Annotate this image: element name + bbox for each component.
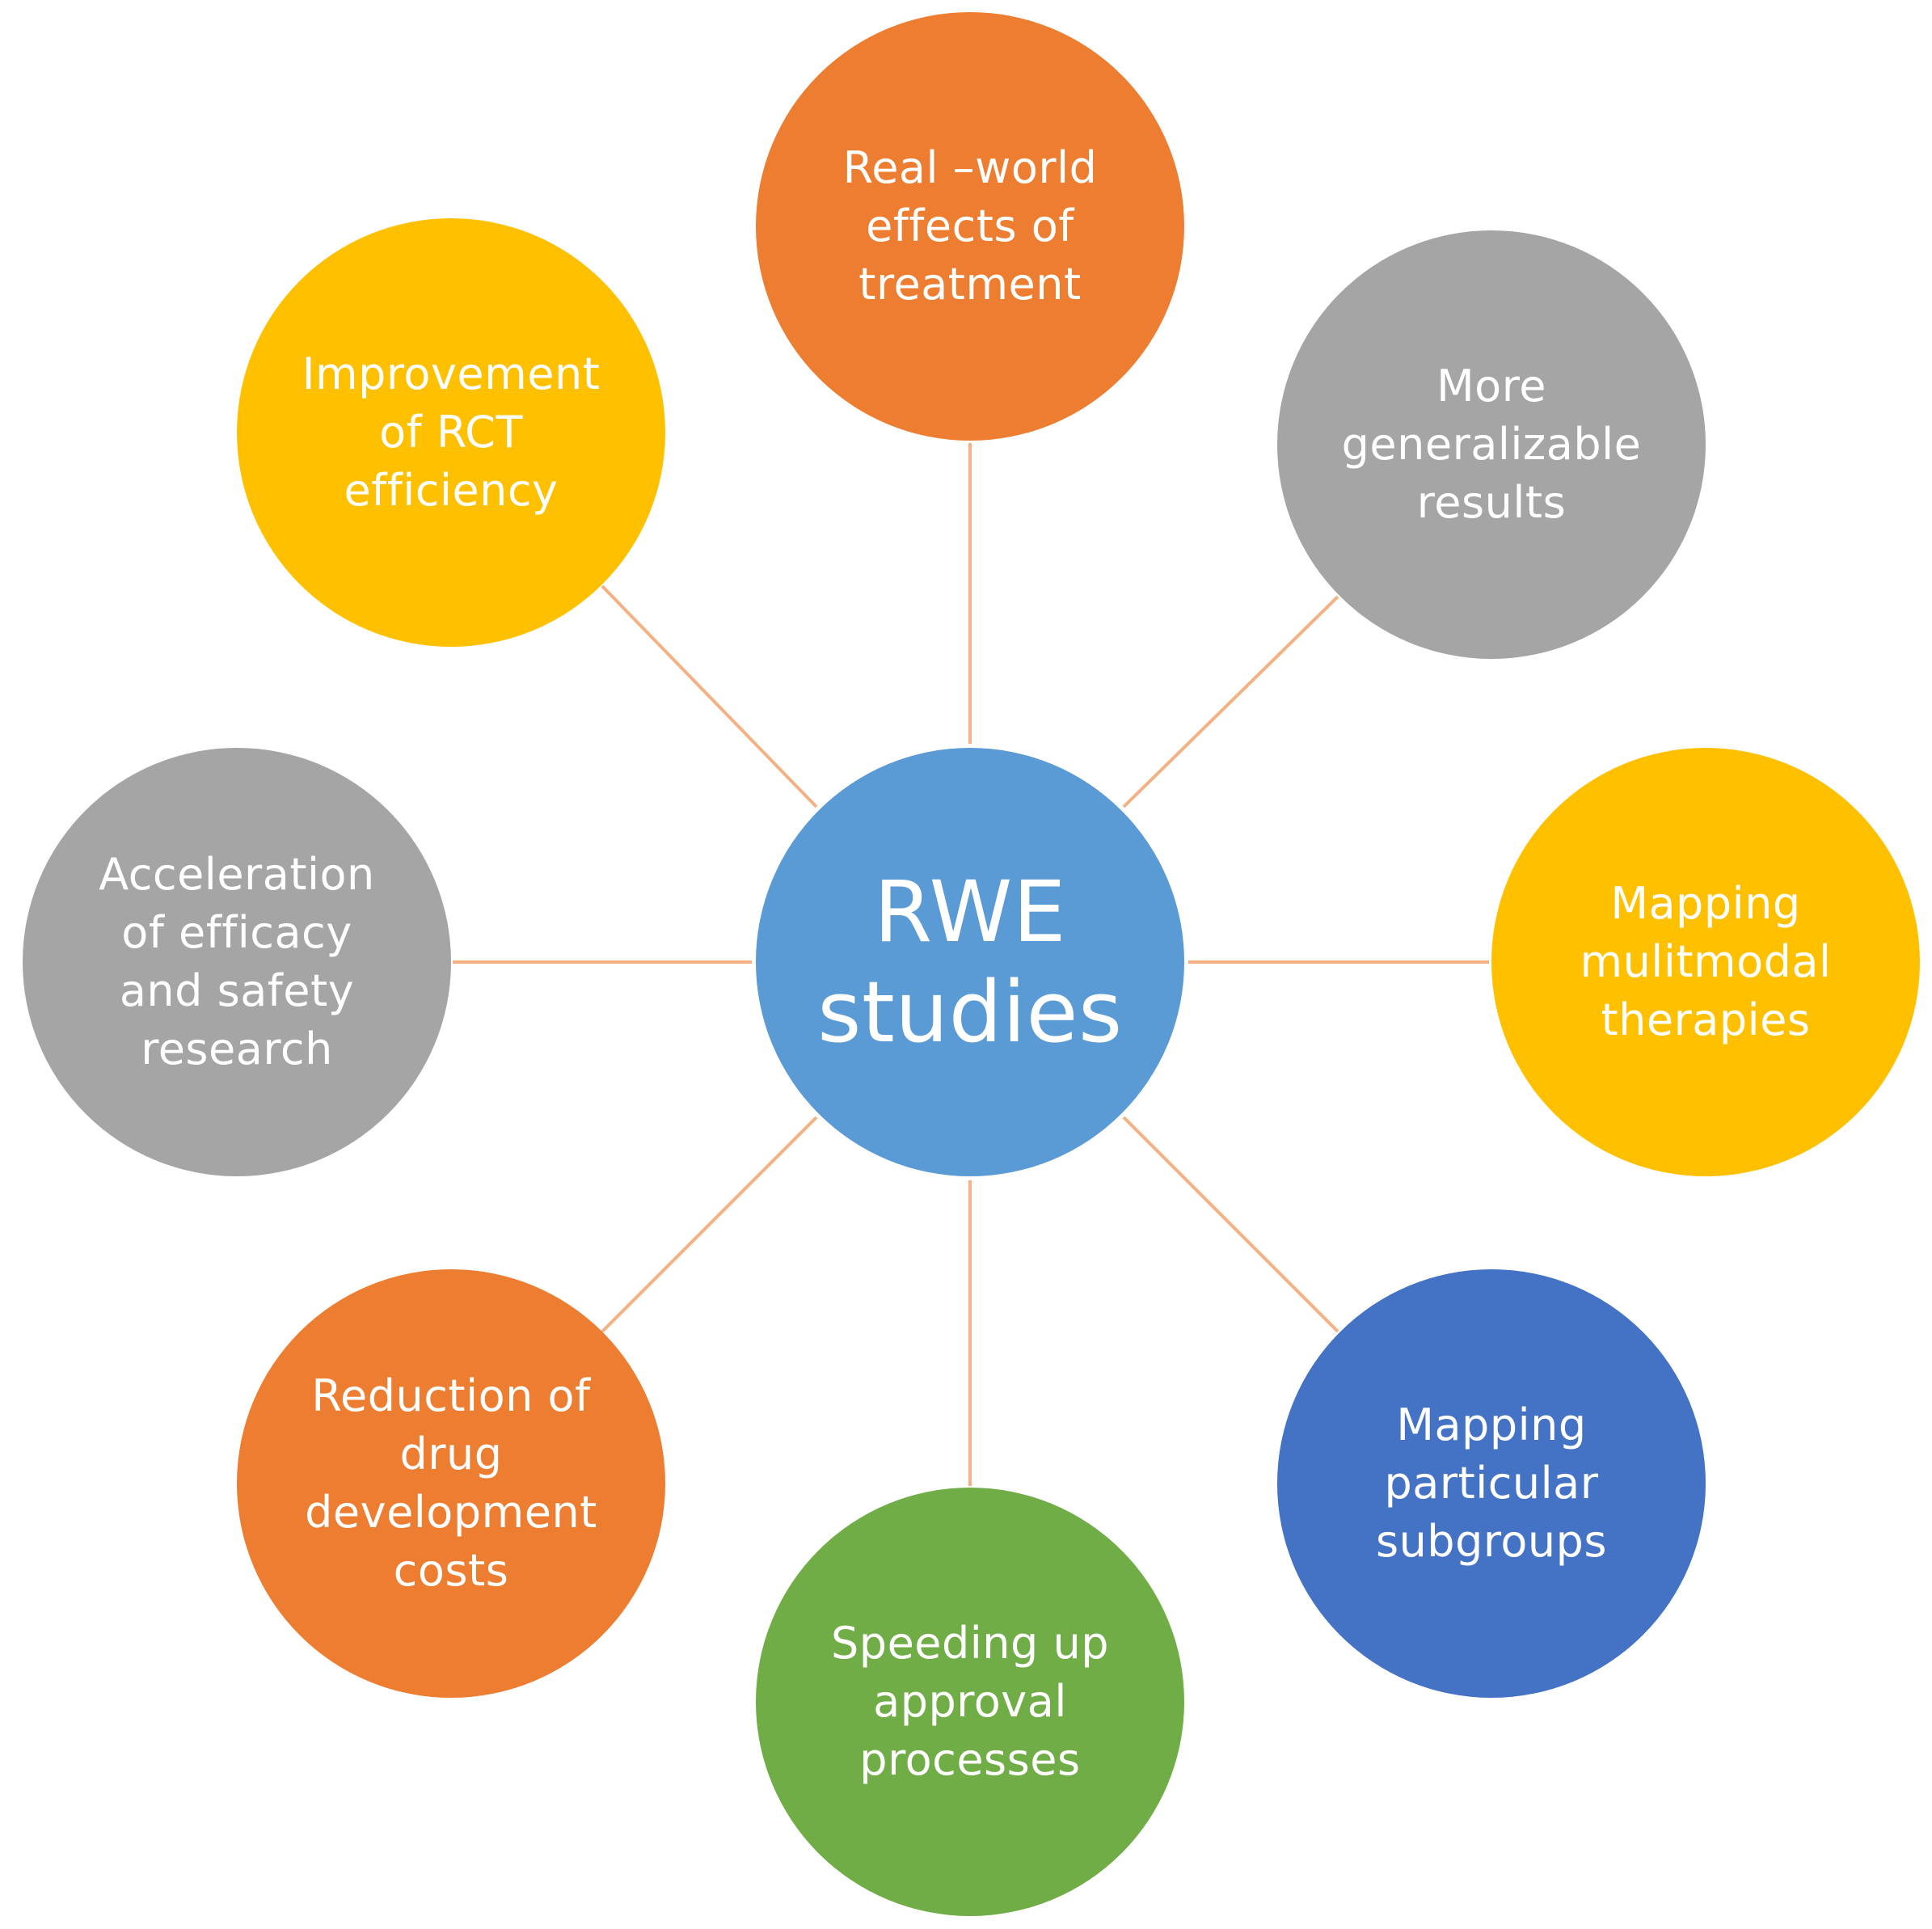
center-label: RWE studies bbox=[817, 863, 1123, 1062]
node-particular-subgroups: Mapping particular subgroups bbox=[1277, 1269, 1706, 1698]
node-generalizable-results: More generalizable results bbox=[1277, 230, 1706, 659]
node-real-world-effects: Real –world effects of treatment bbox=[756, 12, 1184, 441]
node-label: Reduction of drug development costs bbox=[305, 1370, 597, 1596]
connector-top-left bbox=[601, 585, 818, 808]
node-approval-processes: Speeding up approval processes bbox=[756, 1488, 1184, 1916]
node-label: Speeding up approval processes bbox=[831, 1618, 1109, 1785]
connector-bottom-right bbox=[1122, 1116, 1339, 1333]
node-label: Mapping particular subgroups bbox=[1375, 1399, 1608, 1567]
connector-top-right bbox=[1122, 595, 1339, 808]
node-multimodal-therapies: Mapping mulitmodal therapies bbox=[1491, 748, 1920, 1176]
node-label: More generalizable results bbox=[1341, 361, 1642, 528]
node-center-rwe-studies: RWE studies bbox=[756, 748, 1184, 1176]
node-label: Real –world effects of treatment bbox=[842, 142, 1098, 310]
node-label: Acceleration of efficacy and safety rese… bbox=[99, 849, 375, 1074]
node-drug-development-costs: Reduction of drug development costs bbox=[237, 1269, 665, 1698]
connector-bottom-left bbox=[601, 1116, 818, 1333]
node-label: Improvement of RCT efficiency bbox=[302, 348, 601, 516]
node-efficacy-safety-research: Acceleration of efficacy and safety rese… bbox=[23, 748, 451, 1176]
node-label: Mapping mulitmodal therapies bbox=[1580, 878, 1832, 1045]
node-rct-efficiency: Improvement of RCT efficiency bbox=[237, 218, 665, 647]
